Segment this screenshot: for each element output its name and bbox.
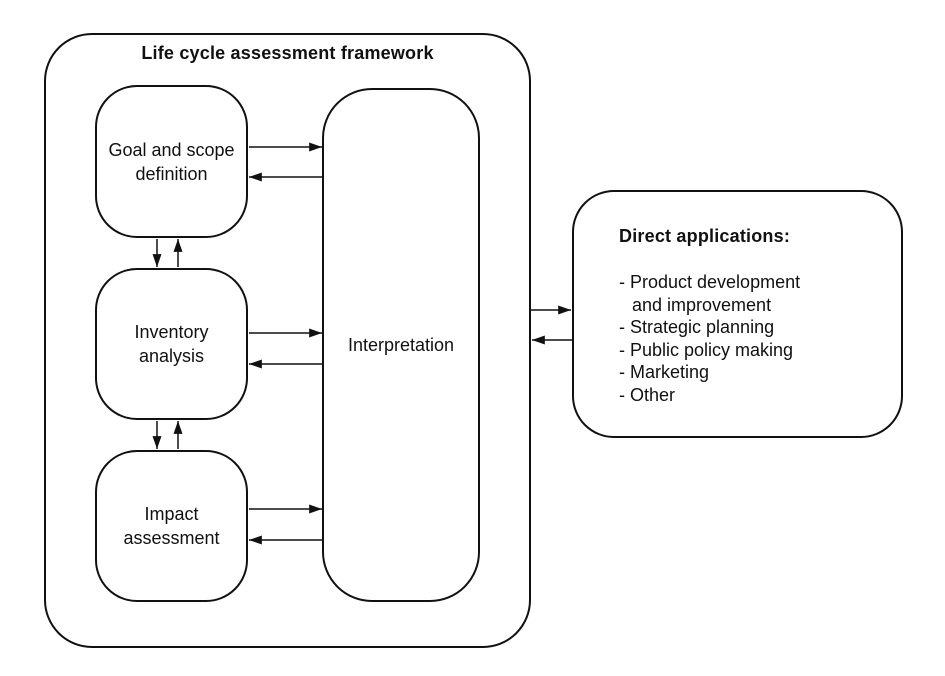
interpretation-box: Interpretation (322, 88, 480, 602)
framework-title: Life cycle assessment framework (141, 43, 434, 63)
list-item: - Product development and improvement (619, 272, 801, 315)
direct-applications-heading: Direct applications: (619, 226, 791, 246)
list-item: - Strategic planning (619, 317, 775, 337)
list-item: - Marketing (619, 362, 710, 382)
list-item: - Other (619, 384, 676, 405)
list-item: - Public policy making (619, 339, 794, 360)
direct-applications-box: Direct applications: - Product developme… (572, 190, 903, 438)
inventory-analysis-box: Inventory analysis (95, 268, 248, 420)
impact-assessment-box: Impact assessment (95, 450, 248, 602)
goal-scope-box: Goal and scope definition (95, 85, 248, 238)
direct-applications-list: - Product development and improvement - … (619, 271, 824, 406)
